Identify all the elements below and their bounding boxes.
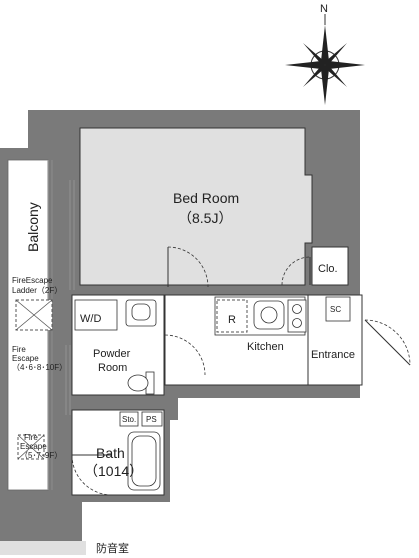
balcony-label: Balcony — [25, 202, 41, 252]
bedroom-floor — [79, 127, 313, 286]
fire-escape-ladder-label-2: Ladder（2F） — [12, 286, 62, 295]
bath-label: Bath — [96, 445, 125, 461]
closet-door-swing — [281, 256, 311, 286]
fire-escape-2-label-2: Escape — [20, 442, 47, 451]
entrance-door-swing — [364, 319, 411, 366]
washer-dryer-space — [74, 299, 118, 331]
storage-box — [119, 411, 139, 427]
shoe-cabinet — [325, 296, 351, 322]
closet-label: Clo. — [318, 263, 338, 275]
bedroom-size-label: （8.5J） — [178, 210, 232, 226]
pipe-space-label: PS — [146, 415, 157, 424]
fire-escape-2-label-1: Fire — [24, 433, 38, 442]
refrigerator-space — [216, 299, 248, 333]
fire-escape-1-label-1: Fire — [12, 345, 26, 354]
legend-swatch — [0, 541, 86, 555]
powder-door-swing — [164, 334, 206, 376]
powder-room-label-2: Room — [98, 362, 127, 374]
bath-size-label: （1014） — [84, 463, 143, 479]
bath-door-swing — [71, 454, 113, 496]
fire-escape-1-label-2: Escape — [12, 354, 39, 363]
refrigerator-label: R — [228, 314, 236, 326]
pipe-space-box — [141, 411, 163, 427]
compass-north-label: N — [320, 3, 328, 15]
storage-label: Sto. — [122, 415, 136, 424]
legend-label: 防音室 — [96, 541, 129, 555]
kitchen-sink — [253, 300, 285, 330]
bedroom-door-swing — [167, 246, 209, 288]
kitchen-label: Kitchen — [247, 341, 284, 353]
toilet-icon — [127, 371, 155, 395]
powder-room-label-1: Powder — [93, 348, 131, 360]
bedroom-label: Bed Room — [173, 190, 239, 206]
compass-rose-icon — [285, 14, 365, 105]
fire-escape-1-label-3: （4･6･8･10F） — [12, 363, 67, 372]
fire-escape-ladder-label-1: FireEscape — [12, 276, 53, 285]
fire-escape-2-label-3: （5･7･9F） — [20, 451, 62, 460]
bathtub — [127, 431, 161, 491]
shoe-cabinet-label: SC — [330, 305, 341, 314]
wd-label: W/D — [80, 313, 101, 325]
entrance-label: Entrance — [311, 349, 355, 361]
stove-icon — [287, 299, 307, 333]
closet — [311, 246, 349, 286]
